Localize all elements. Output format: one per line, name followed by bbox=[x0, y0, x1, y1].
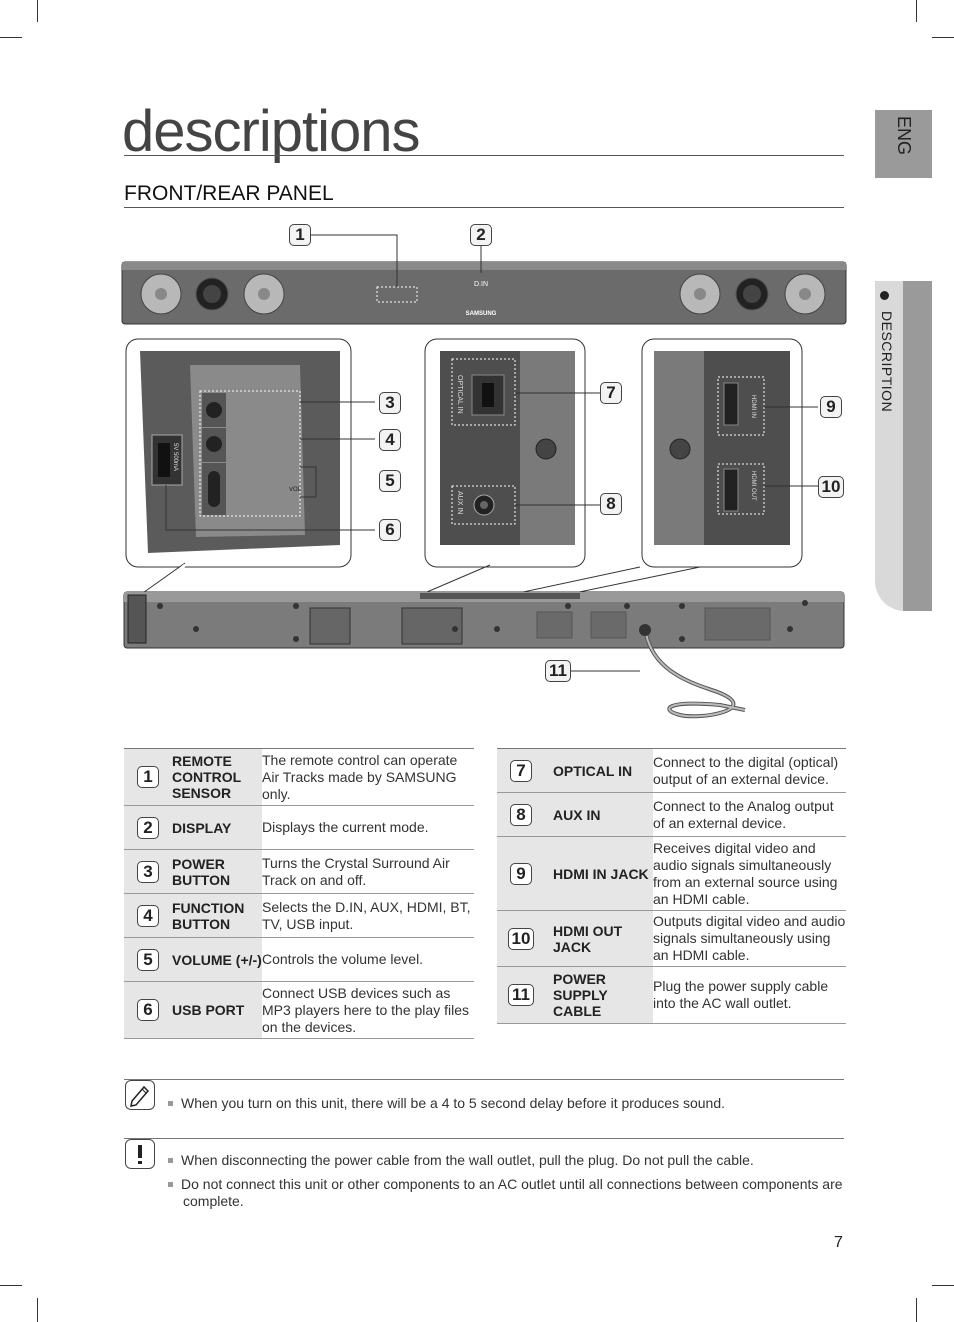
row-number: 2 bbox=[137, 816, 159, 839]
callout-6: 6 bbox=[379, 519, 401, 541]
row-name: OPTICAL IN bbox=[545, 748, 653, 793]
row-desc: Outputs digital video and audio signals … bbox=[653, 910, 846, 967]
crop-mark bbox=[932, 37, 954, 38]
row-number: 3 bbox=[137, 860, 159, 883]
note-pencil-icon bbox=[125, 1080, 155, 1110]
row-name: AUX IN bbox=[545, 792, 653, 837]
callout-2: 2 bbox=[470, 224, 492, 246]
language-tab: ENG bbox=[875, 110, 932, 178]
row-name: FUNCTION BUTTON bbox=[172, 893, 262, 938]
caution-item: When disconnecting the power cable from … bbox=[181, 1152, 754, 1168]
row-name: HDMI OUT JACK bbox=[545, 910, 653, 967]
row-number: 9 bbox=[510, 862, 532, 885]
callout-line-6 bbox=[165, 485, 375, 531]
row-name: HDMI IN JACK bbox=[545, 836, 653, 911]
caution-exclamation-icon bbox=[125, 1139, 155, 1169]
row-desc: The remote control can operate Air Track… bbox=[262, 748, 474, 806]
din-label: D.IN bbox=[474, 281, 488, 288]
row-number: 1 bbox=[137, 766, 159, 788]
row-name: POWER BUTTON bbox=[172, 849, 262, 894]
section-rule bbox=[124, 207, 844, 208]
row-desc: Turns the Crystal Surround Air Track on … bbox=[262, 849, 474, 894]
chapter-tab-text-wrap: DESCRIPTION bbox=[875, 281, 932, 611]
hdmi-out-label: HDMI OUT bbox=[750, 471, 756, 501]
callout-line-5 bbox=[300, 466, 317, 498]
crop-mark bbox=[37, 1298, 38, 1322]
callout-10: 10 bbox=[818, 476, 844, 498]
table-row: 5 VOLUME (+/-) Controls the volume level… bbox=[124, 937, 474, 982]
crop-mark bbox=[916, 1298, 917, 1322]
callout-11: 11 bbox=[545, 660, 571, 682]
row-desc: Controls the volume level. bbox=[262, 937, 474, 982]
row-number: 4 bbox=[137, 904, 159, 927]
crop-mark bbox=[37, 0, 38, 22]
callout-8: 8 bbox=[600, 493, 622, 515]
table-row: 8 AUX IN Connect to the Analog output of… bbox=[497, 792, 846, 837]
note-text: When you turn on this unit, there will b… bbox=[168, 1095, 725, 1112]
crop-mark bbox=[932, 1285, 954, 1286]
crop-mark bbox=[916, 0, 917, 22]
row-desc: Displays the current mode. bbox=[262, 805, 474, 850]
device-illustration: D.IN SAMSUNG VOL 5V 500mA OPTICAL IN AUX… bbox=[121, 234, 847, 719]
row-desc: Selects the D.IN, AUX, HDMI, BT, TV, USB… bbox=[262, 893, 474, 938]
chapter-tab-label: DESCRIPTION bbox=[879, 311, 895, 413]
row-number: 7 bbox=[510, 759, 532, 782]
crop-mark bbox=[0, 37, 22, 38]
callout-line-1 bbox=[311, 234, 398, 287]
language-tab-label: ENG bbox=[894, 116, 914, 156]
row-number: 11 bbox=[508, 984, 534, 1006]
table-row: 9 HDMI IN JACK Receives digital video an… bbox=[497, 836, 846, 911]
row-name: REMOTE CONTROL SENSOR bbox=[172, 748, 262, 806]
section-heading: FRONT/REAR PANEL bbox=[124, 182, 334, 205]
hdmi-in-label: HDMI IN bbox=[750, 395, 756, 418]
chapter-tab-edge bbox=[903, 281, 932, 611]
row-desc: Plug the power supply cable into the AC … bbox=[653, 966, 846, 1024]
note-item: When you turn on this unit, there will b… bbox=[181, 1095, 725, 1111]
title-rule bbox=[124, 155, 844, 156]
table-row: 11 POWER SUPPLY CABLE Plug the power sup… bbox=[497, 966, 846, 1024]
row-number: 8 bbox=[510, 803, 532, 826]
row-name: VOLUME (+/-) bbox=[172, 937, 262, 982]
table-row: 2 DISPLAY Displays the current mode. bbox=[124, 805, 474, 850]
front-speakers bbox=[140, 273, 826, 315]
callout-4: 4 bbox=[379, 429, 401, 451]
left-spec-table: 1 REMOTE CONTROL SENSOR The remote contr… bbox=[124, 748, 474, 1039]
row-desc: Connect to the Analog output of an exter… bbox=[653, 792, 846, 837]
row-desc: Connect to the digital (optical) output … bbox=[653, 748, 846, 793]
row-name: DISPLAY bbox=[172, 805, 262, 850]
row-number: 5 bbox=[137, 948, 159, 971]
row-number: 10 bbox=[508, 927, 534, 950]
callout-5: 5 bbox=[379, 470, 401, 492]
callout-1: 1 bbox=[289, 224, 311, 246]
callout-3: 3 bbox=[379, 392, 401, 414]
callout-9: 9 bbox=[820, 396, 842, 418]
caution-rule bbox=[124, 1138, 844, 1139]
table-row: 3 POWER BUTTON Turns the Crystal Surroun… bbox=[124, 849, 474, 894]
chapter-bullet bbox=[880, 291, 889, 300]
note-rule bbox=[124, 1079, 844, 1080]
caution-text-1: When disconnecting the power cable from … bbox=[168, 1152, 838, 1169]
brand-label: SAMSUNG bbox=[466, 311, 497, 317]
optical-in-label: OPTICAL IN bbox=[456, 375, 463, 414]
crop-mark bbox=[0, 1285, 22, 1286]
usb-rating-label: 5V 500mA bbox=[172, 443, 178, 471]
right-spec-table: 7 OPTICAL IN Connect to the digital (opt… bbox=[497, 748, 846, 1024]
row-desc: Receives digital video and audio signals… bbox=[653, 836, 846, 911]
row-name: USB PORT bbox=[172, 981, 262, 1039]
caution-text-2: Do not connect this unit or other compon… bbox=[168, 1176, 853, 1210]
table-row: 6 USB PORT Connect USB devices such as M… bbox=[124, 981, 474, 1039]
row-desc: Connect USB devices such as MP3 players … bbox=[262, 981, 474, 1039]
table-row: 7 OPTICAL IN Connect to the digital (opt… bbox=[497, 748, 846, 793]
table-row: 4 FUNCTION BUTTON Selects the D.IN, AUX,… bbox=[124, 893, 474, 938]
vol-label: VOL bbox=[289, 487, 302, 493]
row-number: 6 bbox=[137, 999, 159, 1021]
callout-7: 7 bbox=[600, 382, 622, 404]
table-row: 10 HDMI OUT JACK Outputs digital video a… bbox=[497, 910, 846, 967]
aux-in-label: AUX IN bbox=[456, 491, 463, 514]
page-number: 7 bbox=[834, 1234, 843, 1251]
table-row: 1 REMOTE CONTROL SENSOR The remote contr… bbox=[124, 748, 474, 806]
caution-item: Do not connect this unit or other compon… bbox=[181, 1176, 843, 1209]
row-name: POWER SUPPLY CABLE bbox=[545, 966, 653, 1024]
page-title: descriptions bbox=[122, 99, 420, 164]
